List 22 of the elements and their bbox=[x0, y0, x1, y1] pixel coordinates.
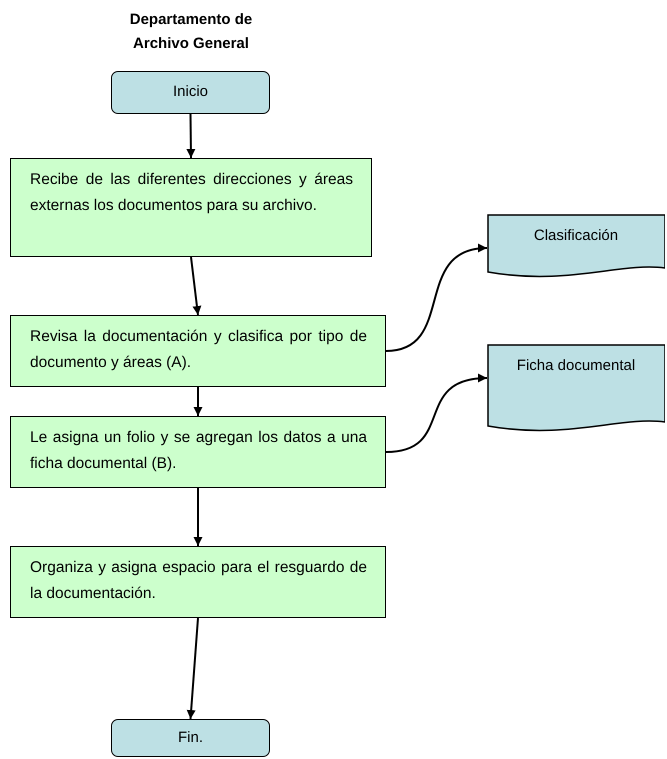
process-box bbox=[10, 546, 386, 618]
process-box bbox=[10, 315, 386, 387]
arrow bbox=[190, 256, 202, 316]
arrow bbox=[194, 488, 202, 546]
node-text: Organiza y asigna espacio para el resguardo de la documentación. bbox=[30, 558, 367, 604]
node-text: Fin. bbox=[178, 728, 203, 748]
arrow bbox=[386, 374, 488, 453]
arrow bbox=[194, 387, 202, 416]
node-text: Clasificación bbox=[532, 226, 620, 246]
diagram-title: Departamento de Archivo General bbox=[128, 10, 254, 54]
arrow bbox=[186, 618, 199, 720]
node-text: Revisa la documentación y clasifica por tipo de documento y áreas (A). bbox=[30, 327, 367, 373]
terminal-box bbox=[111, 71, 270, 114]
node-text: Recibe de las diferentes direcciones y áreas externas los documentos para su archivo. bbox=[30, 170, 353, 216]
process-box bbox=[10, 158, 372, 257]
arrow bbox=[186, 114, 196, 158]
node-text: Inicio bbox=[172, 82, 208, 102]
terminal-box bbox=[111, 719, 270, 757]
node-text: Le asigna un folio y se agregan los datos a una ficha documental (B). bbox=[30, 428, 367, 474]
node-text: Ficha documental bbox=[516, 356, 636, 376]
process-box bbox=[10, 416, 386, 488]
arrow bbox=[386, 244, 488, 352]
